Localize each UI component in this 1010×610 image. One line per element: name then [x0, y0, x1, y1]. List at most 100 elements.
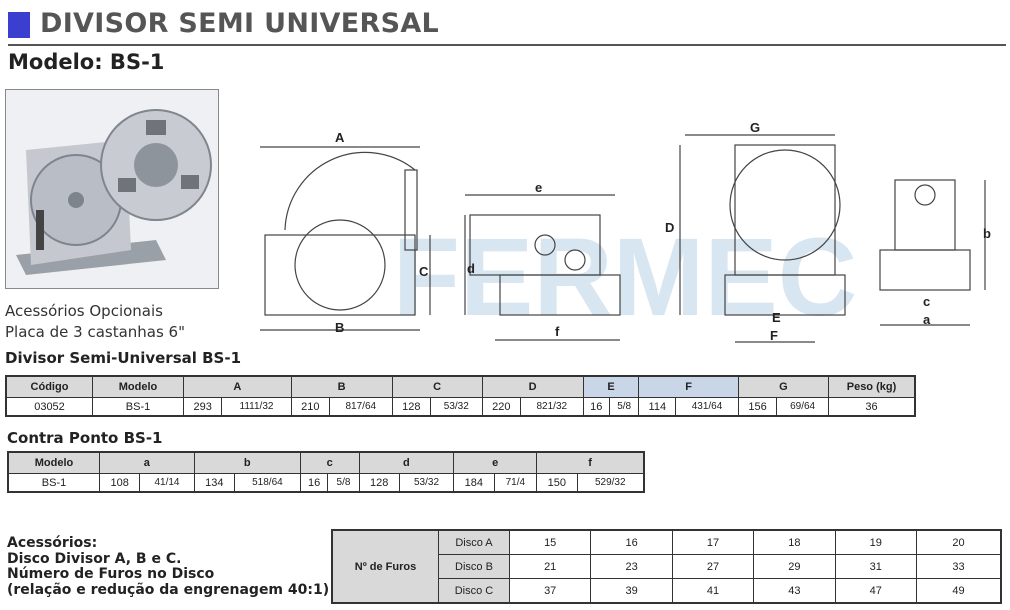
cell: 33	[915, 554, 1002, 579]
col-modelo: Modelo	[7, 451, 100, 474]
cell-E-in: 5/8	[608, 397, 640, 417]
technical-drawings: FERMEC	[225, 110, 1005, 370]
cell: 19	[834, 529, 917, 555]
cell-A-in: 1111/32	[221, 397, 292, 417]
col-E: E	[582, 375, 640, 398]
optional-accessories-item: Placa de 3 castanhas 6"	[5, 323, 185, 341]
cell-B-in: 817/64	[328, 397, 393, 417]
col-A: A	[183, 375, 292, 398]
cell: 17	[671, 529, 755, 555]
disk-name: Disco B	[438, 554, 510, 579]
col-peso: Peso (kg)	[828, 375, 916, 398]
contraponto-spec-table: Modelo a b c d e f BS-1 108 41/14 134 51…	[7, 451, 645, 493]
cell-d-in: 53/32	[398, 473, 455, 493]
col-C: C	[391, 375, 483, 398]
col-G: G	[737, 375, 830, 398]
cell-c-in: 5/8	[327, 473, 360, 493]
disk-name: Disco C	[438, 578, 510, 604]
col-a: a	[99, 451, 195, 474]
cell-d-mm: 128	[358, 473, 400, 493]
cell-A-mm: 293	[182, 397, 223, 417]
cell: 31	[834, 554, 917, 579]
row-label: Nº de Furos	[331, 529, 439, 604]
dim-label-A: A	[335, 130, 345, 145]
cell-a-mm: 108	[98, 473, 141, 493]
product-photo	[5, 89, 219, 289]
cell-f-in: 529/32	[576, 473, 645, 493]
dim-label-f: f	[555, 324, 560, 339]
disk-name: Disco A	[438, 529, 510, 555]
cell-C-mm: 128	[391, 397, 432, 417]
cell-E-mm: 16	[582, 397, 610, 417]
header-accent-square	[8, 12, 30, 38]
col-c: c	[299, 451, 360, 474]
dim-label-d: d	[467, 261, 475, 276]
col-d: d	[358, 451, 455, 474]
cell: 27	[671, 554, 755, 579]
col-b: b	[193, 451, 301, 474]
cell: 18	[753, 529, 836, 555]
cell-G-in: 69/64	[776, 397, 829, 417]
model-title: Modelo: BS-1	[8, 50, 165, 74]
holes-table: Nº de Furos Disco A 15 16 17 18 19 20 Di…	[331, 529, 1002, 604]
col-F: F	[638, 375, 739, 398]
cell-D-in: 821/32	[519, 397, 584, 417]
cell-codigo: 03052	[5, 397, 93, 417]
cell: 21	[508, 554, 592, 579]
table-row: 03052 BS-1 293 1111/32 210 817/64 128 53…	[5, 397, 916, 417]
col-e: e	[453, 451, 538, 474]
cell: 20	[915, 529, 1002, 555]
accessories-line-2: Disco Divisor A, B e C.	[7, 550, 182, 567]
cell-e-mm: 184	[453, 473, 495, 493]
cell-F-mm: 114	[638, 397, 677, 417]
table-row: Disco C 37 39 41 43 47 49	[332, 578, 1002, 604]
cell: 39	[590, 578, 673, 604]
divisor-spec-table: Código Modelo A B C D E F G Peso (kg) 03…	[5, 375, 916, 417]
cell-G-mm: 156	[737, 397, 778, 417]
table-row: Disco B 21 23 27 29 31 33	[332, 554, 1002, 579]
header-divider	[8, 44, 1006, 46]
cell: 47	[834, 578, 917, 604]
cell: 43	[753, 578, 836, 604]
dim-label-c: c	[923, 294, 930, 309]
table-row: BS-1 108 41/14 134 518/64 16 5/8 128 53/…	[7, 473, 645, 493]
dim-label-E: E	[772, 310, 781, 325]
cell: 41	[671, 578, 755, 604]
table-header-row: Código Modelo A B C D E F G Peso (kg)	[5, 375, 916, 398]
accessories-block: Acessórios: Disco Divisor A, B e C. Núme…	[7, 535, 330, 598]
dim-label-G: G	[750, 120, 760, 135]
cell-modelo: BS-1	[7, 473, 100, 493]
optional-accessories-title: Acessórios Opcionais	[5, 302, 163, 320]
table-header-row: Modelo a b c d e f	[7, 451, 645, 474]
dim-label-F: F	[770, 328, 778, 343]
cell-B-mm: 210	[290, 397, 330, 417]
cell-F-in: 431/64	[675, 397, 739, 417]
dim-label-C: C	[419, 264, 429, 279]
table2-title: Contra Ponto BS-1	[7, 429, 163, 447]
col-modelo: Modelo	[92, 375, 184, 398]
cell-f-mm: 150	[536, 473, 578, 493]
page-title: DIVISOR SEMI UNIVERSAL	[40, 8, 440, 39]
col-codigo: Código	[5, 375, 93, 398]
watermark: FERMEC	[393, 216, 857, 339]
col-B: B	[290, 375, 393, 398]
accessories-line-3: Número de Furos no Disco	[7, 566, 215, 582]
table1-title: Divisor Semi-Universal BS-1	[5, 349, 242, 367]
cell-peso: 36	[828, 397, 916, 417]
cell: 49	[915, 578, 1002, 604]
cell-D-mm: 220	[481, 397, 521, 417]
dim-label-a: a	[923, 312, 931, 327]
accessories-line-4: (relação e redução da engrenagem 40:1)	[7, 581, 330, 598]
cell-e-in: 71/4	[493, 473, 538, 493]
col-f: f	[536, 451, 645, 474]
cell: 15	[508, 529, 592, 555]
cell-b-in: 518/64	[233, 473, 301, 493]
cell-C-in: 53/32	[430, 397, 483, 417]
cell-c-mm: 16	[299, 473, 329, 493]
cell: 16	[590, 529, 673, 555]
dim-label-e: e	[535, 180, 542, 195]
dim-label-D: D	[665, 220, 674, 235]
cell: 29	[753, 554, 836, 579]
dim-label-B: B	[335, 320, 344, 335]
table-row: Nº de Furos Disco A 15 16 17 18 19 20	[331, 529, 1002, 604]
